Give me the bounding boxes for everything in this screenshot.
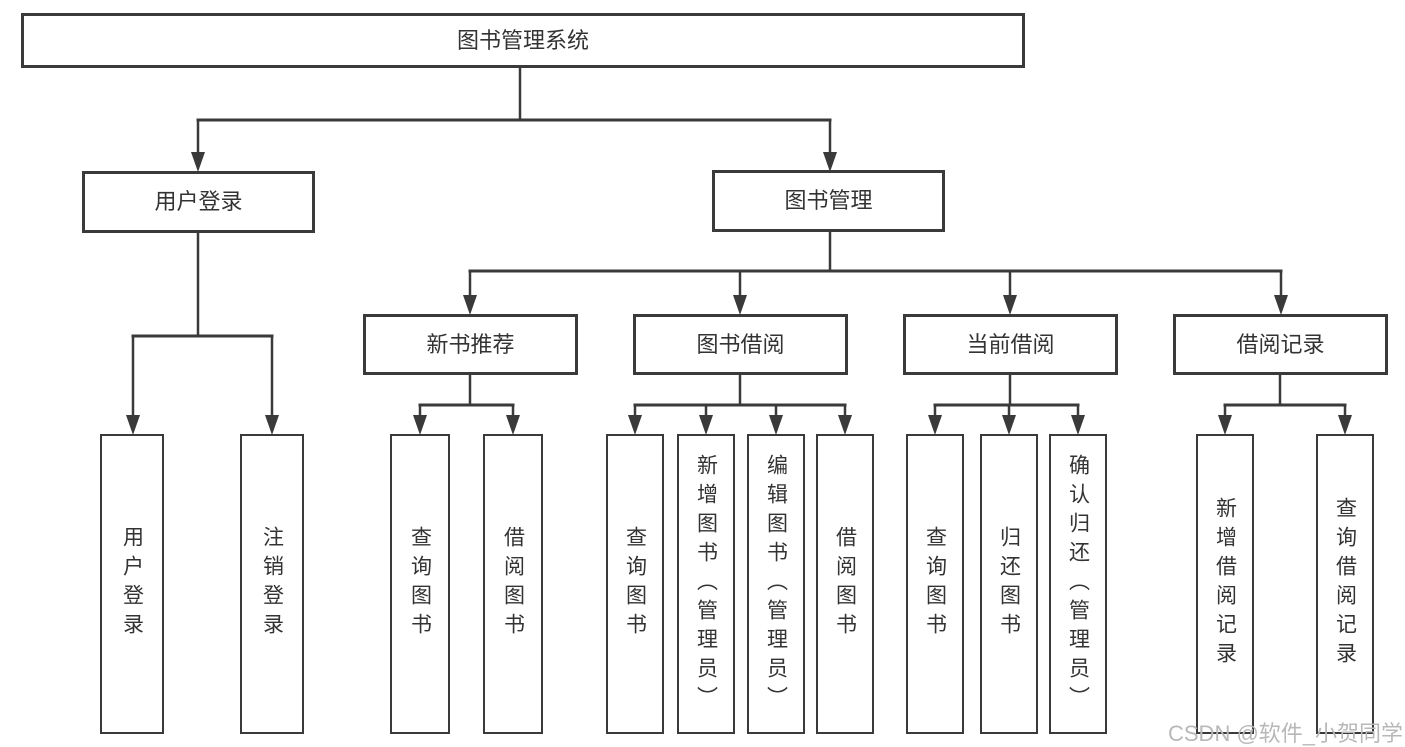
node-book-management: 图书管理 <box>712 170 945 232</box>
arrowhead-new-book <box>463 295 477 315</box>
arrowhead-leaf-logout <box>265 415 279 435</box>
arrowhead-nb-borrow <box>506 415 520 435</box>
node-root: 图书管理系统 <box>21 13 1025 68</box>
arrowhead-nb-query <box>413 415 427 435</box>
leaf-newbook-borrow-books: 借阅图书 <box>483 434 543 734</box>
node-current-borrow: 当前借阅 <box>903 314 1118 375</box>
leaf-user-login: 用户登录 <box>100 434 164 734</box>
leaf-logout-login: 注销登录 <box>240 434 304 734</box>
node-borrow-record: 借阅记录 <box>1173 314 1388 375</box>
leaf-record-query-borrow-record: 查询借阅记录 <box>1316 434 1374 734</box>
arrowhead-bb-borrow <box>838 415 852 435</box>
leaf-borrow-add-books-admin: 新增图书（管理员） <box>677 434 735 734</box>
node-user-login: 用户登录 <box>82 171 315 233</box>
arrowhead-user-login <box>191 152 205 172</box>
arrowhead-cb-confirm <box>1071 415 1085 435</box>
leaf-current-query-books: 查询图书 <box>906 434 964 734</box>
arrowhead-leaf-user-login <box>126 415 140 435</box>
arrowhead-book-borrow <box>733 295 747 315</box>
leaf-newbook-query-books: 查询图书 <box>390 434 450 734</box>
arrowhead-borrow-rec <box>1274 295 1288 315</box>
arrowhead-br-add <box>1218 415 1232 435</box>
node-new-book-recommend: 新书推荐 <box>363 314 578 375</box>
leaf-current-return-books: 归还图书 <box>980 434 1038 734</box>
arrowhead-cb-return <box>1002 415 1016 435</box>
arrowhead-bb-query <box>628 415 642 435</box>
leaf-borrow-query-books: 查询图书 <box>606 434 664 734</box>
leaf-borrow-borrow-books: 借阅图书 <box>816 434 874 734</box>
arrowhead-cb-query <box>928 415 942 435</box>
leaf-borrow-edit-books-admin: 编辑图书（管理员） <box>747 434 805 734</box>
leaf-current-confirm-return-admin: 确认归还（管理员） <box>1049 434 1107 734</box>
arrowhead-br-query <box>1338 415 1352 435</box>
csdn-watermark: CSDN @软件_小贺同学 <box>1168 721 1404 746</box>
arrowhead-cur-borrow <box>1003 295 1017 315</box>
arrowhead-book-mgmt <box>823 152 837 172</box>
arrowhead-bb-edit <box>769 415 783 435</box>
leaf-record-add-borrow-record: 新增借阅记录 <box>1196 434 1254 734</box>
node-book-borrow: 图书借阅 <box>633 314 848 375</box>
arrowhead-bb-add <box>699 415 713 435</box>
